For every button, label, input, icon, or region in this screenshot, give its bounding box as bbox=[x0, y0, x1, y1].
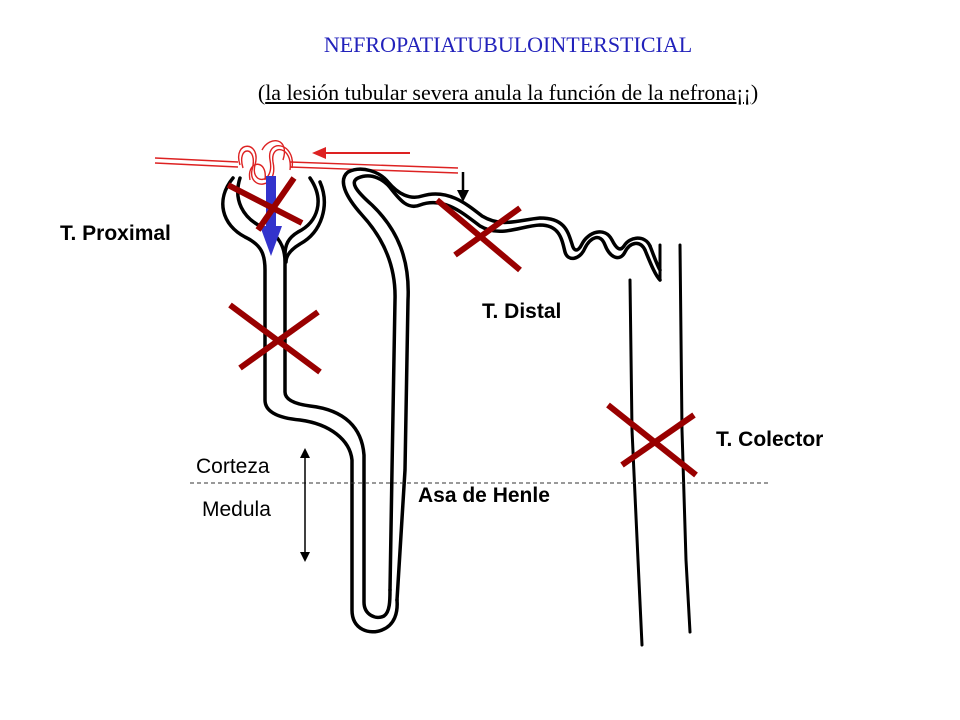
lesion-cross-icon bbox=[606, 402, 698, 478]
capillary-flow-arrow-icon bbox=[312, 147, 410, 159]
lesion-cross-icon bbox=[228, 302, 322, 375]
capillary-vessels bbox=[154, 140, 459, 185]
filtration-flow-arrow-icon bbox=[260, 176, 282, 256]
distal-flow-arrow-icon bbox=[457, 172, 469, 202]
page-subtitle: (la lesión tubular severa anula la funci… bbox=[0, 80, 960, 106]
label-cortex: Corteza bbox=[196, 455, 270, 478]
label-distal-tubule: T. Distal bbox=[482, 300, 562, 323]
subtitle-close-paren: ) bbox=[750, 80, 759, 105]
subtitle-text: la lesión tubular severa anula la funció… bbox=[265, 80, 751, 105]
label-collecting-duct: T. Colector bbox=[716, 428, 824, 451]
lesion-cross-icon bbox=[435, 197, 522, 273]
collecting-duct bbox=[628, 243, 692, 647]
label-loop-of-henle: Asa de Henle bbox=[418, 484, 550, 507]
nephron-tubule bbox=[221, 167, 662, 634]
lesion-cross-icon bbox=[226, 176, 304, 232]
page-title: NEFROPATIATUBULOINTERSTICIAL bbox=[323, 32, 693, 57]
cortex-medulla-arrow-icon bbox=[300, 448, 310, 562]
label-proximal-tubule: T. Proximal bbox=[60, 222, 171, 245]
subtitle-open-paren: ( bbox=[257, 80, 266, 105]
label-medulla: Medula bbox=[202, 498, 271, 521]
